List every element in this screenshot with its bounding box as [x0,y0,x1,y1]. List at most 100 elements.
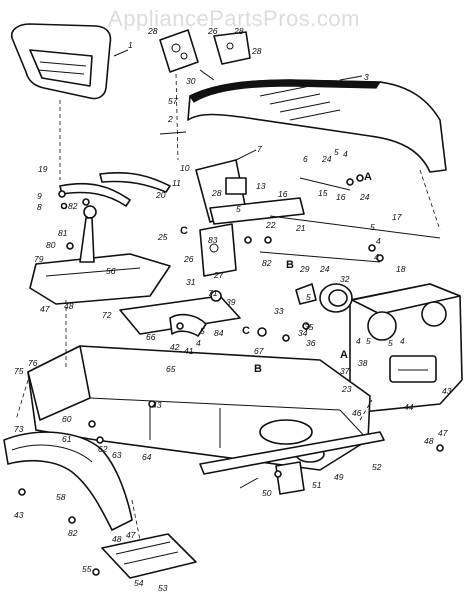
callout-28: 28 [251,46,262,56]
ref-letter-c: C [242,325,250,337]
support-rods[interactable] [259,177,441,263]
seat-bracket-assembly[interactable] [159,29,251,161]
callout-47: 47 [438,428,448,438]
callout-73: 73 [14,424,24,434]
callout-83: 83 [208,235,218,245]
callout-5: 5 [366,336,371,346]
callout-44: 44 [404,402,414,412]
callout-43: 43 [152,400,162,410]
callout-4: 4 [356,336,361,346]
callout-25: 25 [157,232,168,242]
callout-5: 5 [334,147,339,157]
reference-letters: A A B B C C [180,171,372,375]
ref-letter-a: A [364,171,372,183]
console-panel[interactable] [29,205,171,305]
foot-plate[interactable] [101,499,197,579]
callout-66: 66 [146,332,156,342]
callout-28: 28 [211,188,222,198]
callout-15: 15 [318,188,328,198]
callout-43: 43 [14,510,24,520]
callout-21: 21 [295,223,306,233]
callout-9: 9 [37,191,42,201]
callout-34: 34 [298,328,308,338]
callout-11: 11 [172,178,181,188]
callout-3: 3 [364,72,369,82]
callout-10: 10 [180,163,190,173]
callout-5: 5 [370,222,375,232]
callout-49: 49 [334,472,344,482]
callout-16: 16 [278,189,288,199]
rear-fender[interactable] [3,431,133,531]
callout-17: 17 [392,212,402,222]
callout-39: 39 [226,297,236,307]
callout-28: 28 [147,26,158,36]
ref-letter-c: C [180,225,188,237]
callout-65: 65 [166,364,176,374]
callout-56: 56 [106,266,116,276]
ref-letter-a: A [340,349,348,361]
hood-support-frame[interactable] [195,149,305,225]
callout-19: 19 [38,164,48,174]
grille-front-panel[interactable] [349,283,463,413]
callout-8: 8 [37,202,42,212]
callout-54: 54 [134,578,144,588]
callout-76: 76 [28,358,38,368]
hardware-fasteners [18,131,444,576]
ref-letter-b: B [286,259,294,271]
callout-4: 4 [343,149,348,159]
callout-60: 60 [62,414,72,424]
callout-52: 52 [372,462,382,472]
callout-1: 1 [128,40,133,50]
callout-4: 4 [376,236,381,246]
callout-4: 4 [400,336,405,346]
callout-23: 23 [341,384,352,394]
callout-16: 16 [336,192,346,202]
callout-22: 22 [265,220,276,230]
callout-6: 6 [303,154,308,164]
callout-29: 29 [299,264,310,274]
frame-rails[interactable] [199,431,385,495]
callout-82: 82 [68,201,78,211]
callout-61: 61 [62,434,72,444]
callout-64: 64 [142,452,152,462]
callout-57: 57 [168,96,178,106]
callout-24: 24 [359,192,370,202]
callout-80: 80 [46,240,56,250]
callout-27: 27 [213,270,224,280]
hood-part[interactable] [187,75,447,173]
callout-84: 84 [214,328,224,338]
side-panel-left[interactable] [199,223,237,277]
callout-26: 26 [207,26,218,36]
callout-4: 4 [374,252,379,262]
callout-5: 5 [200,326,205,336]
callout-50: 50 [262,488,272,498]
ref-letter-b: B [254,363,262,375]
callout-18: 18 [396,264,406,274]
callout-36: 36 [306,338,316,348]
callout-5: 5 [388,338,393,348]
floor-plate[interactable] [119,290,241,337]
callout-51: 51 [312,480,322,490]
callout-4: 4 [196,338,201,348]
callout-82: 82 [262,258,272,268]
callout-62: 62 [98,444,108,454]
seat-part[interactable] [10,23,129,100]
callout-48: 48 [424,436,434,446]
callout-75: 75 [14,366,24,376]
callout-24: 24 [319,264,330,274]
callout-37: 37 [340,366,350,376]
leader-lines [15,100,441,421]
callout-38: 38 [358,358,368,368]
callout-labels: 1 2 3 4 4 4 4 4 4 5 5 5 5 5 5 5 6 7 8 9 … [14,26,452,593]
callout-55: 55 [82,564,92,574]
lever-links[interactable] [59,171,171,207]
headlight-assembly[interactable] [295,283,353,313]
callout-28: 28 [233,26,244,36]
callout-46: 46 [352,408,362,418]
callout-67: 67 [254,346,264,356]
callout-72: 72 [102,310,112,320]
callout-48: 48 [64,301,74,311]
callout-71: 71 [208,288,218,298]
callout-35: 35 [304,322,314,332]
